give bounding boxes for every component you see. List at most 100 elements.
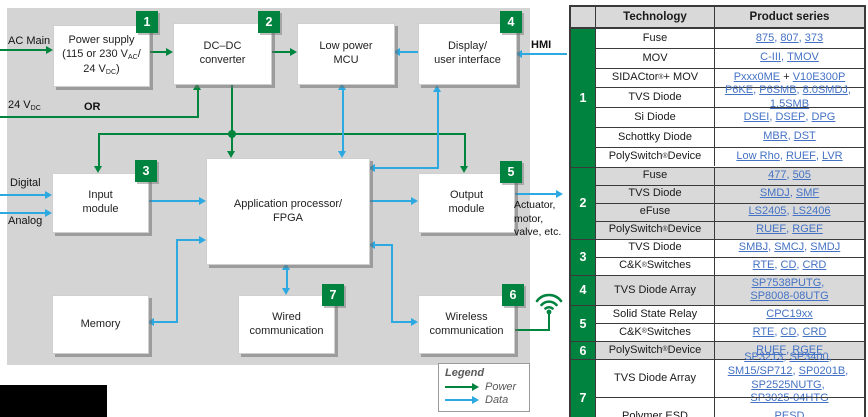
product-link[interactable]: Low Rho	[736, 150, 780, 163]
product-link[interactable]: SMF	[795, 187, 820, 200]
link-separator: ,	[786, 343, 793, 356]
link-separator: ,	[796, 325, 803, 338]
data-line	[154, 321, 178, 323]
product-link[interactable]: LS2405	[748, 205, 787, 218]
link-separator: ,	[789, 187, 796, 200]
product-link[interactable]: DSEI	[743, 110, 770, 123]
antenna-line	[548, 313, 550, 331]
product-link[interactable]: RTE	[752, 325, 775, 338]
wireless-communication-box: Wireless communication	[418, 295, 515, 354]
product-link[interactable]: RUEF	[785, 150, 816, 163]
data-arrow	[147, 318, 154, 326]
data-arrow	[515, 50, 522, 58]
product-link[interactable]: RGEF	[792, 223, 823, 236]
product-link[interactable]: MBR	[763, 130, 788, 143]
product-link[interactable]: RUEF	[756, 343, 787, 356]
link-separator: ,	[815, 150, 823, 163]
technology-cell: TVS Diode Array	[596, 275, 715, 305]
product-link[interactable]: RUEF	[756, 223, 787, 236]
power-arrow	[193, 83, 201, 90]
product-link[interactable]: SP2525NUTG	[751, 378, 822, 391]
product-link[interactable]: LVR	[822, 150, 843, 163]
memory-box: Memory	[52, 295, 149, 354]
data-line	[368, 200, 411, 202]
link-separator: ,	[804, 241, 811, 254]
technology-cell: PolySwitch® Device	[596, 221, 715, 239]
link-separator: ,	[805, 110, 812, 123]
product-link[interactable]: 875	[755, 31, 775, 44]
product-link[interactable]: SM15/SP712	[727, 364, 793, 377]
analog-label: Analog	[8, 215, 43, 227]
power-arrow	[460, 166, 468, 173]
product-link[interactable]: P6SMB	[759, 83, 797, 96]
link-separator: ,	[821, 276, 828, 289]
technology-cell: Polymer ESD	[596, 398, 715, 417]
product-link[interactable]: CRD	[802, 259, 827, 272]
product-link[interactable]: Pxxx0ME	[733, 71, 781, 84]
technology-cell: Fuse	[596, 29, 715, 48]
product-link[interactable]: DPG	[811, 110, 836, 123]
technology-cell: PolySwitch® Device	[596, 342, 715, 359]
product-link[interactable]: V10E300P	[792, 71, 846, 84]
group-number-badge: 5	[571, 306, 596, 341]
product-link[interactable]: P6KE	[724, 83, 754, 96]
product-link[interactable]: CD	[780, 259, 797, 272]
product-link[interactable]: SMDJ	[810, 241, 841, 254]
antenna-line	[513, 329, 550, 331]
product-link[interactable]: SP8008-08UTG	[750, 290, 829, 303]
link-separator: ,	[798, 31, 805, 44]
technology-cell: TVS Diode	[596, 239, 715, 257]
product-link[interactable]: DSEP	[775, 110, 806, 123]
power-line	[270, 51, 290, 53]
product-series-cell: Low Rho, RUEF, LVR	[715, 148, 864, 167]
product-series-cell: RTE, CD, CRD	[715, 324, 864, 341]
product-link[interactable]: SP3213	[744, 351, 784, 363]
product-link[interactable]: TMOV	[787, 51, 819, 64]
product-link[interactable]: LS2406	[792, 205, 831, 218]
product-series-cell: LS2405, LS2406	[715, 204, 864, 221]
product-link[interactable]: 1.5SMB	[769, 97, 810, 110]
product-link[interactable]: RTE	[752, 259, 775, 272]
product-link[interactable]: CD	[780, 325, 797, 338]
product-link[interactable]: SP3400	[789, 351, 829, 363]
product-link[interactable]: 8.0SMDJ	[802, 83, 848, 96]
product-link[interactable]: 505	[792, 169, 811, 182]
low-power-mcu-box: Low power MCU	[297, 23, 395, 85]
redaction-block	[0, 385, 107, 417]
product-series-cell: SMBJ, SMCJ, SMDJ	[715, 240, 864, 257]
product-link[interactable]: RGEF	[792, 343, 823, 356]
product-link[interactable]: CPC19xx	[766, 307, 813, 320]
product-link[interactable]: 807	[780, 31, 799, 44]
product-link[interactable]: SMBJ	[738, 241, 769, 254]
link-separator: ,	[786, 205, 793, 218]
hmi-label: HMI	[531, 39, 552, 51]
technology-cell: C&K® Switches	[596, 257, 715, 275]
link-separator: ,	[821, 378, 828, 391]
product-link[interactable]: 373	[804, 31, 824, 44]
product-link[interactable]: SP3025-04HTG	[750, 392, 829, 405]
link-separator: ,	[828, 351, 835, 363]
data-arrow	[368, 241, 375, 249]
group-rows: TVS Diode Array SP7538PUTG, SP8008-08UTG	[596, 275, 864, 305]
table-header-spacer	[571, 7, 596, 27]
product-link[interactable]: SMDJ	[759, 187, 790, 200]
product-link[interactable]: SP0201B	[798, 364, 846, 377]
technology-cell: C&K® Switches	[596, 324, 715, 341]
product-link[interactable]: 477	[768, 169, 787, 182]
data-arrow	[338, 83, 346, 90]
product-link[interactable]: DST	[793, 130, 816, 143]
product-link[interactable]: SMCJ	[774, 241, 805, 254]
product-link[interactable]: PESD	[774, 409, 805, 417]
product-link[interactable]: C-III	[760, 51, 781, 64]
table-row: PolySwitch® Device RUEF, RGEF	[596, 342, 864, 359]
legend-power-row: Power	[445, 380, 523, 393]
badge-5: 5	[500, 161, 522, 183]
data-line	[437, 92, 439, 168]
product-link[interactable]: CRD	[802, 325, 827, 338]
product-link[interactable]: SP7538PUTG	[751, 276, 822, 289]
